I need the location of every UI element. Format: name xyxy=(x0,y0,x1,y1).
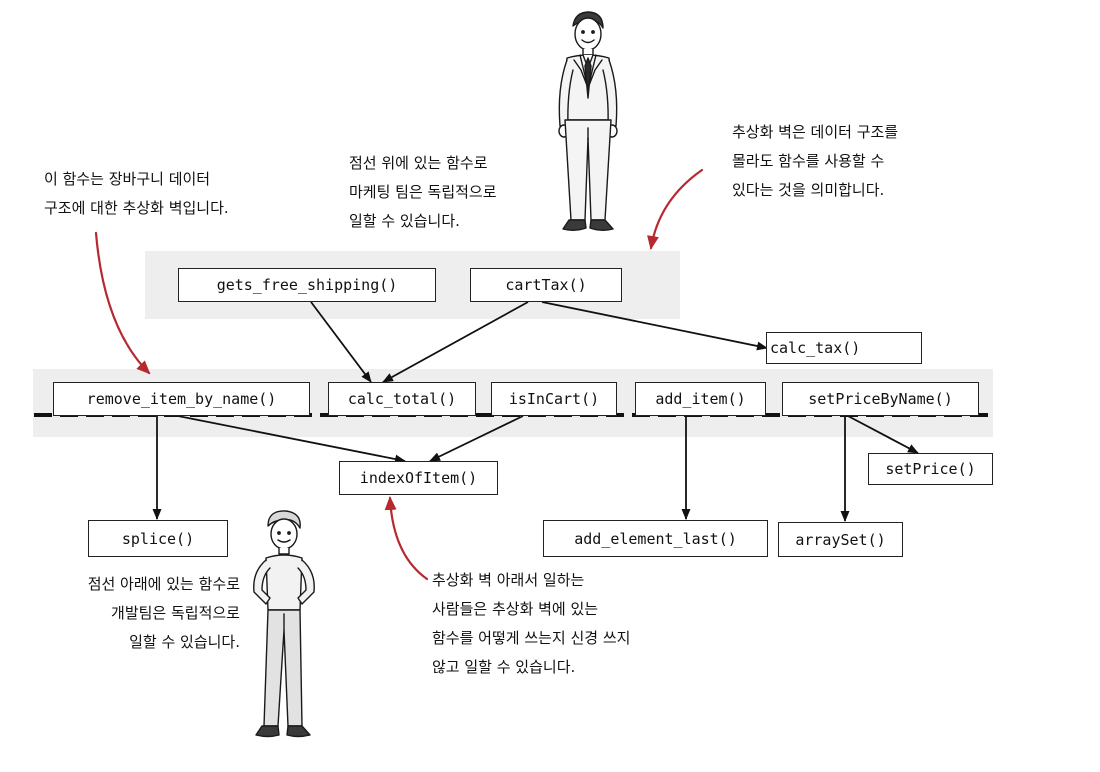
note-line: 추상화 벽은 데이터 구조를 xyxy=(732,123,899,141)
note-line: 사람들은 추상화 벽에 있는 xyxy=(432,600,599,618)
arrow-remove-to-indexof xyxy=(177,415,406,464)
note-line: 추상화 벽 아래서 일하는 xyxy=(432,571,585,589)
remove-item-by-name-box: remove_item_by_name() xyxy=(53,382,310,416)
dependency-arrows xyxy=(152,301,919,522)
calc-total-box: calc_total() xyxy=(328,382,476,416)
note-below-barrier: 추상화 벽 아래서 일하는 사람들은 추상화 벽에 있는 함수를 어떻게 쓰는지… xyxy=(432,566,630,682)
isincart-box: isInCart() xyxy=(491,382,617,416)
note-line: 함수를 어떻게 쓰는지 신경 쓰지 xyxy=(432,629,631,647)
arrow-carttax-to-calc-tax xyxy=(541,301,768,351)
note-line: 일할 수 있습니다. xyxy=(129,633,240,651)
note-line: 몰라도 함수를 사용할 수 xyxy=(732,152,885,170)
note-line: 이 함수는 장바구니 데이터 xyxy=(44,170,211,188)
note-line: 점선 아래에 있는 함수로 xyxy=(87,575,240,593)
gets-free-shipping-box: gets_free_shipping() xyxy=(178,268,436,302)
note-barrier-right: 추상화 벽은 데이터 구조를 몰라도 함수를 사용할 수 있다는 것을 의미합니… xyxy=(732,118,898,205)
arrayset-box: arraySet() xyxy=(778,522,903,557)
arrow-isincart-to-indexof xyxy=(429,415,524,462)
note-line: 점선 위에 있는 함수로 xyxy=(349,154,488,172)
note-line: 않고 일할 수 있습니다. xyxy=(432,658,576,676)
add-element-last-box: add_element_last() xyxy=(543,520,768,557)
note-marketing: 점선 위에 있는 함수로 마케팅 팀은 독립적으로 일할 수 있습니다. xyxy=(349,149,497,236)
note-line: 있다는 것을 의미합니다. xyxy=(732,181,885,199)
carttax-box: cartTax() xyxy=(470,268,622,302)
note-dev-team: 점선 아래에 있는 함수로 개발팀은 독립적으로 일할 수 있습니다. xyxy=(44,570,240,657)
splice-box: splice() xyxy=(88,520,228,557)
note-line: 구조에 대한 추상화 벽입니다. xyxy=(44,199,229,217)
casual-person-figure xyxy=(253,510,315,738)
callout-arrow-barrier-left xyxy=(94,231,151,375)
note-barrier-left: 이 함수는 장바구니 데이터 구조에 대한 추상화 벽입니다. xyxy=(44,165,229,223)
calc-tax-box: calc_tax() xyxy=(766,332,922,364)
note-line: 일할 수 있습니다. xyxy=(349,212,460,230)
callout-arrow-barrier-right xyxy=(647,168,704,250)
add-item-box: add_item() xyxy=(635,382,766,416)
man-in-suit-figure xyxy=(558,11,618,231)
note-line: 마케팅 팀은 독립적으로 xyxy=(349,183,497,201)
arrow-carttax-to-calc-total xyxy=(382,301,529,383)
arrow-shipping-to-calc-total xyxy=(310,301,372,383)
setprice-box: setPrice() xyxy=(868,453,993,485)
indexofitem-box: indexOfItem() xyxy=(339,461,498,495)
note-line: 개발팀은 독립적으로 xyxy=(111,604,240,622)
callout-arrow-below-barrier xyxy=(384,496,429,581)
setpricebyname-box: setPriceByName() xyxy=(782,382,979,416)
arrow-setpricebyname-to-setprice xyxy=(847,415,919,454)
